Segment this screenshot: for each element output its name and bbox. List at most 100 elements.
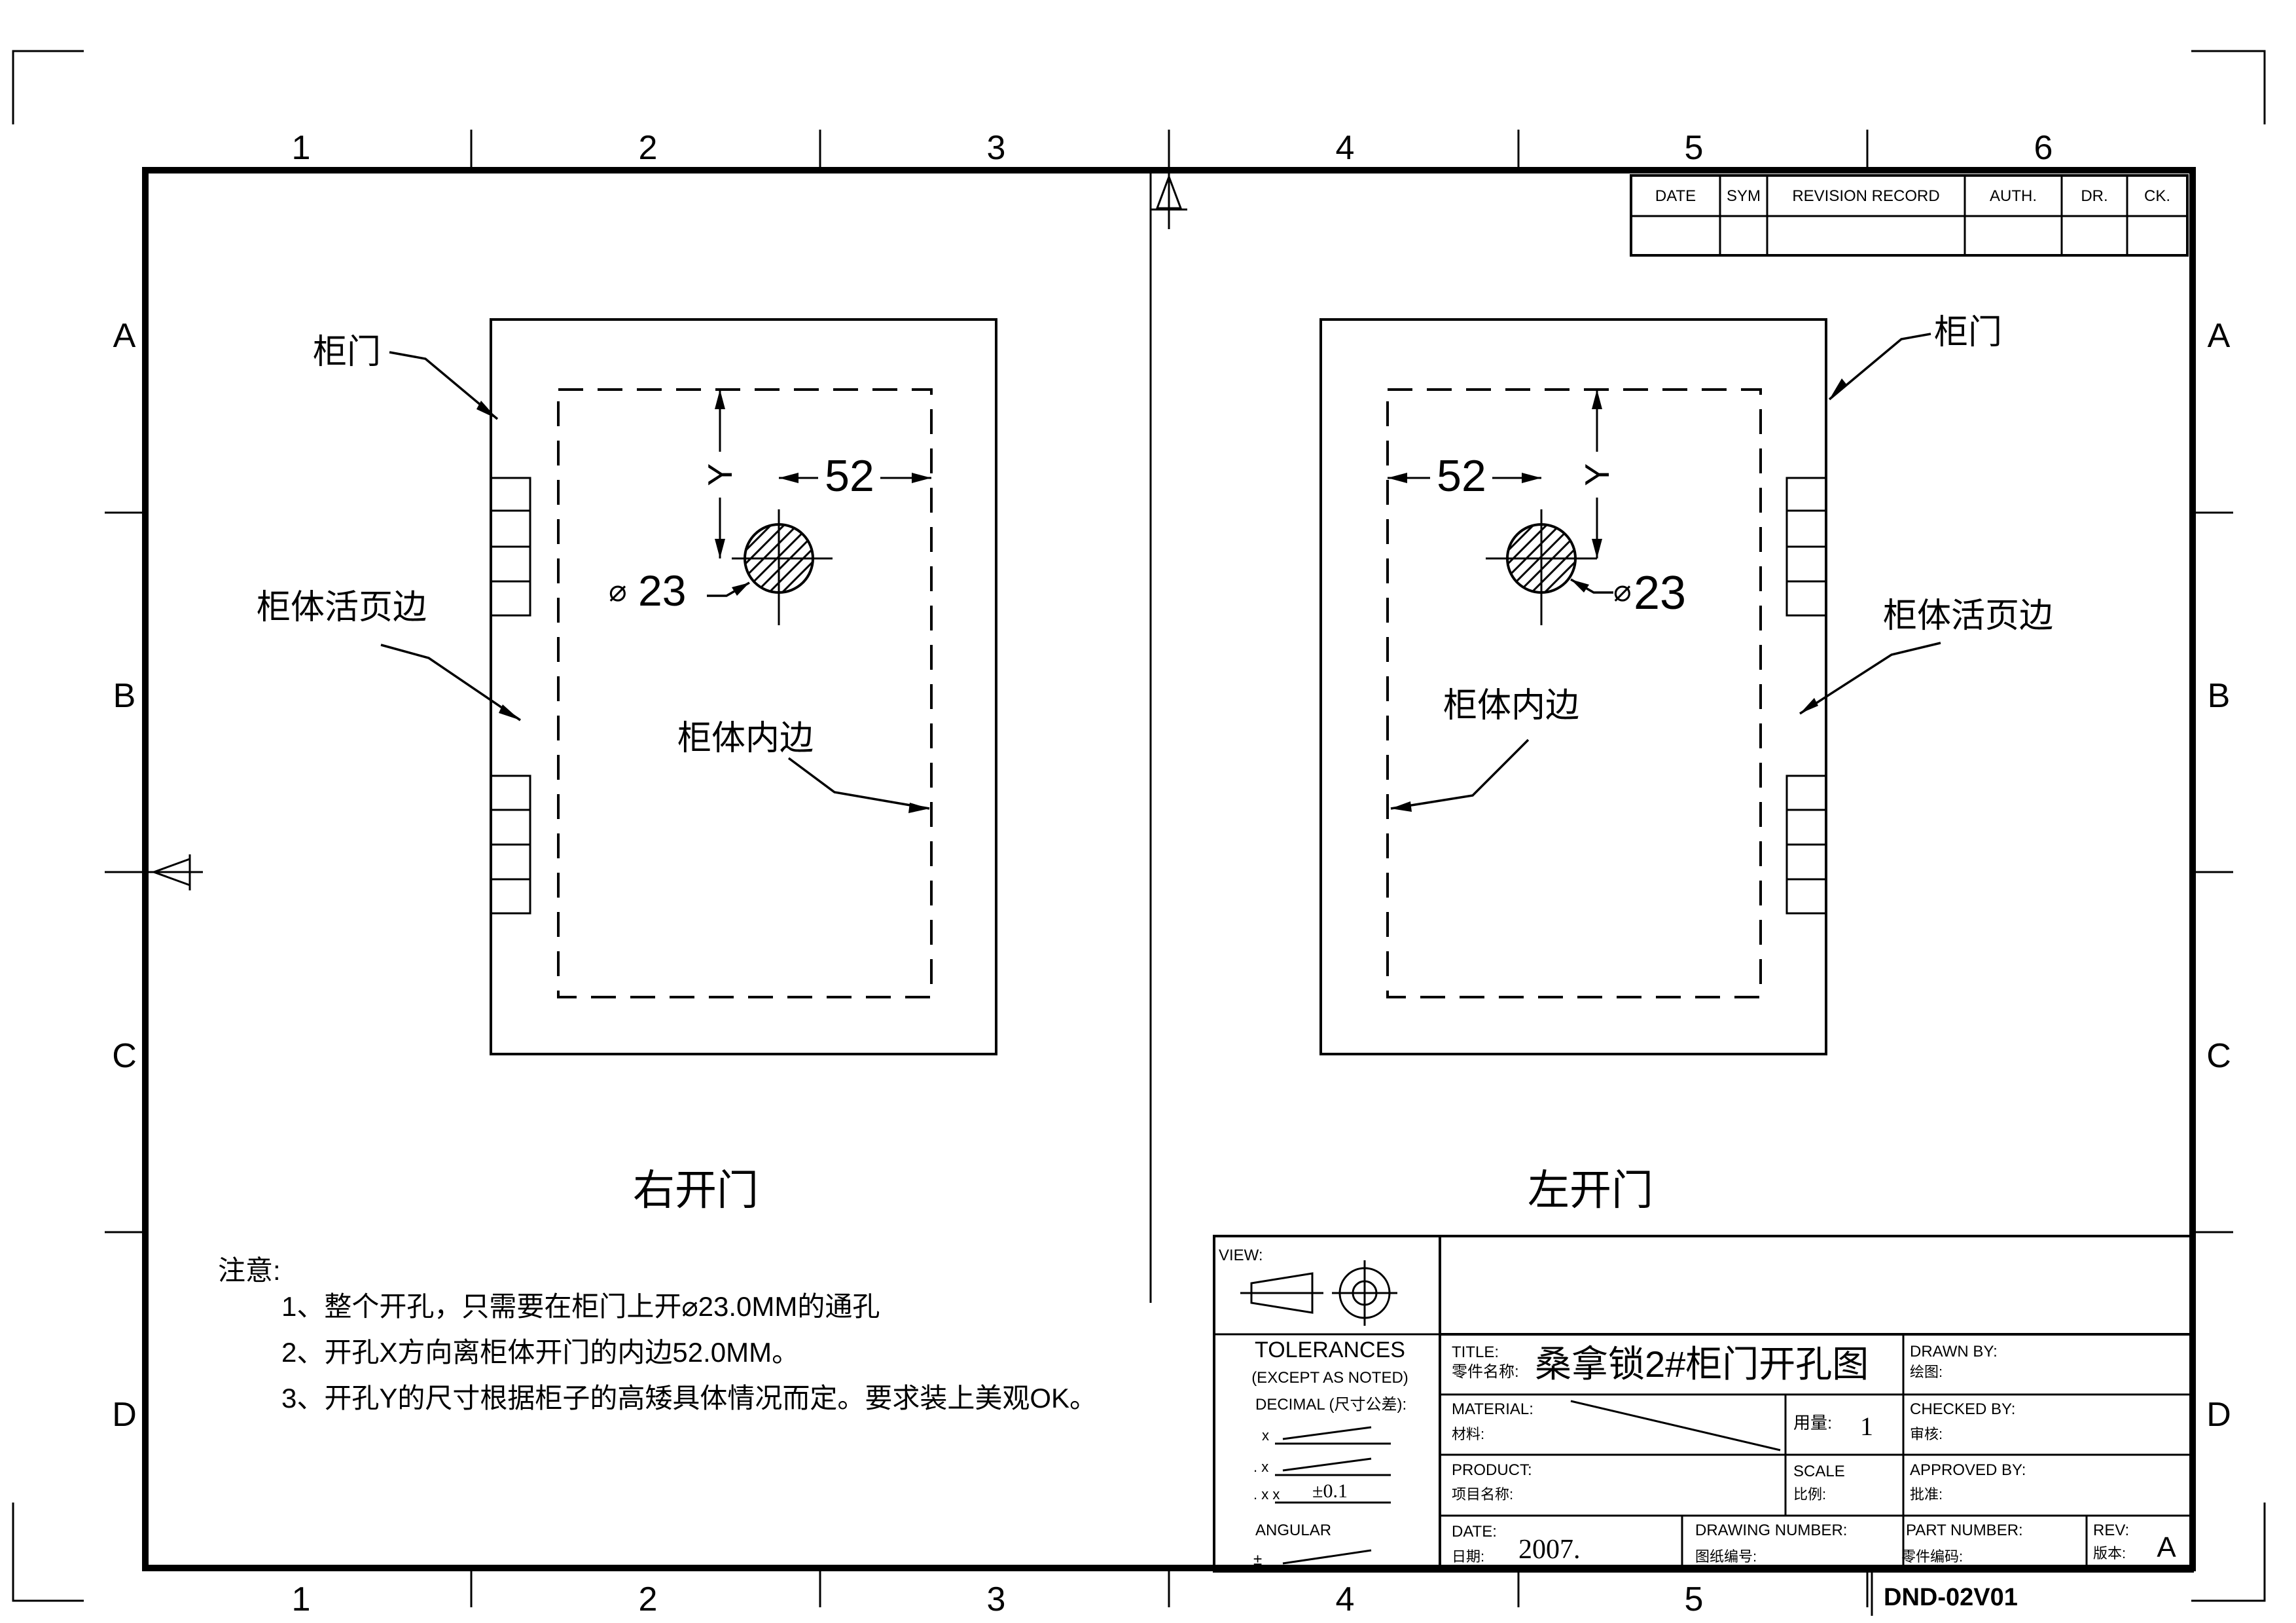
zone-row-left-c: C <box>112 1037 137 1075</box>
zone-col-top-1: 1 <box>292 129 311 167</box>
zone-row-left-b: B <box>113 677 136 715</box>
zone-ticks <box>105 130 2233 1607</box>
hole-23 <box>732 509 833 625</box>
revision-table: DATE SYM REVISION RECORD AUTH. DR. CK. <box>1630 174 2189 257</box>
notes-heading: 注意: <box>218 1255 281 1286</box>
title-cn: 零件名称: <box>1452 1363 1519 1381</box>
door-outline <box>1319 318 1827 1055</box>
zone-row-right-c: C <box>2206 1037 2231 1075</box>
projection-symbol-icon <box>1240 1260 1397 1326</box>
zone-labels: 1 2 3 4 5 6 1 2 3 4 5 A B C D A B C D <box>112 129 2231 1618</box>
door-label: 柜门 <box>313 333 381 371</box>
door-label: 柜门 <box>1934 314 2002 352</box>
hinge-upper <box>1785 477 1827 617</box>
rev-en: REV: <box>2093 1522 2129 1539</box>
rev-header-ck: CK. <box>2144 187 2170 205</box>
zone-col-top-5: 5 <box>1685 129 1704 167</box>
note-2: 2、开孔X方向离柜体开门的内边52.0MM。 <box>281 1337 799 1368</box>
crop-marks <box>12 50 2266 1602</box>
hole-23 <box>1486 509 1597 625</box>
material-cn: 材料: <box>1452 1426 1484 1442</box>
part-number-cn: 零件编码: <box>1901 1548 1963 1565</box>
dim-y: Y <box>1579 390 1617 558</box>
drawn-by-en: DRAWN BY: <box>1910 1343 1998 1360</box>
rev-header-dr: DR. <box>2081 187 2108 205</box>
hinge-side-label: 柜体活页边 <box>1883 597 2053 635</box>
dia-callout: ⌀ 23 <box>1570 567 1686 619</box>
decimal-label: DECIMAL (尺寸公差): <box>1255 1396 1407 1413</box>
inner-edge-label: 柜体内边 <box>677 720 814 757</box>
zone-col-top-6: 6 <box>2034 129 2053 167</box>
view-caption-left-door: 左开门 <box>1528 1167 1653 1214</box>
zone-row-left-a: A <box>113 317 136 355</box>
note-1: 1、整个开孔，只需要在柜门上开⌀23.0MM的通孔 <box>281 1291 880 1322</box>
rev-value: A <box>2157 1531 2176 1563</box>
view-right-opening-door: 52 Y ⌀ 23 柜门 柜体活页边 柜体内边 右开门 <box>257 318 997 1214</box>
drawn-by-cn: 绘图: <box>1910 1364 1943 1380</box>
zone-col-top-3: 3 <box>987 129 1006 167</box>
zone-row-left-d: D <box>112 1396 137 1434</box>
dim-x-52: 52 <box>779 451 931 501</box>
zone-col-bottom-3: 3 <box>987 1580 1006 1618</box>
scale-cn: 比例: <box>1793 1486 1826 1503</box>
tol-x-label: x <box>1262 1427 1269 1444</box>
rev-header-sym: SYM <box>1727 187 1761 205</box>
hinge-side-label: 柜体活页边 <box>257 589 427 627</box>
zone-col-top-4: 4 <box>1336 129 1355 167</box>
date-en: DATE: <box>1452 1523 1497 1541</box>
title-block: VIEW: TOLERANCES (EXCEPT AS NOTED) DECIM… <box>1213 1235 2194 1573</box>
zone-row-right-d: D <box>2206 1396 2231 1434</box>
zone-col-bottom-5: 5 <box>1685 1580 1704 1618</box>
zone-col-bottom-2: 2 <box>639 1580 658 1618</box>
qty-label: 用量: <box>1793 1413 1832 1432</box>
approved-by-cn: 批准: <box>1910 1486 1943 1503</box>
tol-xx-label: . x <box>1253 1459 1268 1475</box>
document-number: DND-02V01 <box>1884 1584 2018 1611</box>
rev-header-auth: AUTH. <box>1990 187 2037 205</box>
title-en: TITLE: <box>1452 1343 1499 1361</box>
dia-value: 23 <box>638 566 686 615</box>
date-value: 2007. <box>1518 1535 1581 1565</box>
tolerances-title: TOLERANCES <box>1255 1338 1405 1362</box>
dim-y-value: Y <box>1579 464 1617 486</box>
angular-label: ANGULAR <box>1255 1522 1331 1539</box>
dim-y-value: Y <box>702 464 740 486</box>
dim-x-value: 52 <box>1437 451 1486 501</box>
dia-symbol: ⌀ <box>1613 574 1632 608</box>
hinge-lower <box>1785 775 1827 915</box>
inner-edge-label: 柜体内边 <box>1443 687 1579 725</box>
rev-header-date: DATE <box>1655 187 1696 205</box>
rev-cn: 版本: <box>2093 1545 2126 1561</box>
view-left-opening-door: 52 Y ⌀ 23 柜门 柜体活页边 柜体内边 左开门 <box>1319 314 2053 1214</box>
zone-col-bottom-4: 4 <box>1336 1580 1355 1618</box>
material-en: MATERIAL: <box>1452 1400 1534 1418</box>
dim-x-52: 52 <box>1388 451 1541 501</box>
hinge-upper <box>490 477 531 617</box>
drawing-number-en: DRAWING NUMBER: <box>1695 1522 1847 1539</box>
checked-by-cn: 审核: <box>1910 1426 1943 1442</box>
hinge-lower <box>490 775 531 915</box>
view-label: VIEW: <box>1219 1247 1263 1264</box>
cabinet-inner-edge-dashed <box>557 388 933 998</box>
note-3: 3、开孔Y的尺寸根据柜子的高矮具体情况而定。要求装上美观OK。 <box>281 1383 1097 1413</box>
date-cn: 日期: <box>1452 1548 1484 1565</box>
cabinet-inner-edge-dashed <box>1386 388 1762 998</box>
checked-by-en: CHECKED BY: <box>1910 1400 2015 1418</box>
qty-value: 1 <box>1860 1412 1873 1441</box>
view-caption-right-door: 右开门 <box>633 1167 759 1214</box>
part-number-en: PART NUMBER: <box>1906 1522 2023 1539</box>
scale-en: SCALE <box>1793 1463 1845 1480</box>
tol-xxx-value: ±0.1 <box>1312 1480 1348 1502</box>
zone-row-right-b: B <box>2208 677 2231 715</box>
approved-by-en: APPROVED BY: <box>1910 1461 2026 1479</box>
zone-col-top-2: 2 <box>639 129 658 167</box>
tol-xxx-label: . x x <box>1253 1486 1280 1503</box>
centering-marks <box>147 167 1187 890</box>
notes: 注意: 1、整个开孔，只需要在柜门上开⌀23.0MM的通孔 2、开孔X方向离柜体… <box>218 1255 1097 1413</box>
except-as-noted: (EXCEPT AS NOTED) <box>1251 1369 1408 1387</box>
dia-value: 23 <box>1634 567 1686 619</box>
zone-col-bottom-1: 1 <box>292 1580 311 1618</box>
angular-pm: ± <box>1253 1551 1262 1569</box>
rev-header-record: REVISION RECORD <box>1792 187 1939 205</box>
